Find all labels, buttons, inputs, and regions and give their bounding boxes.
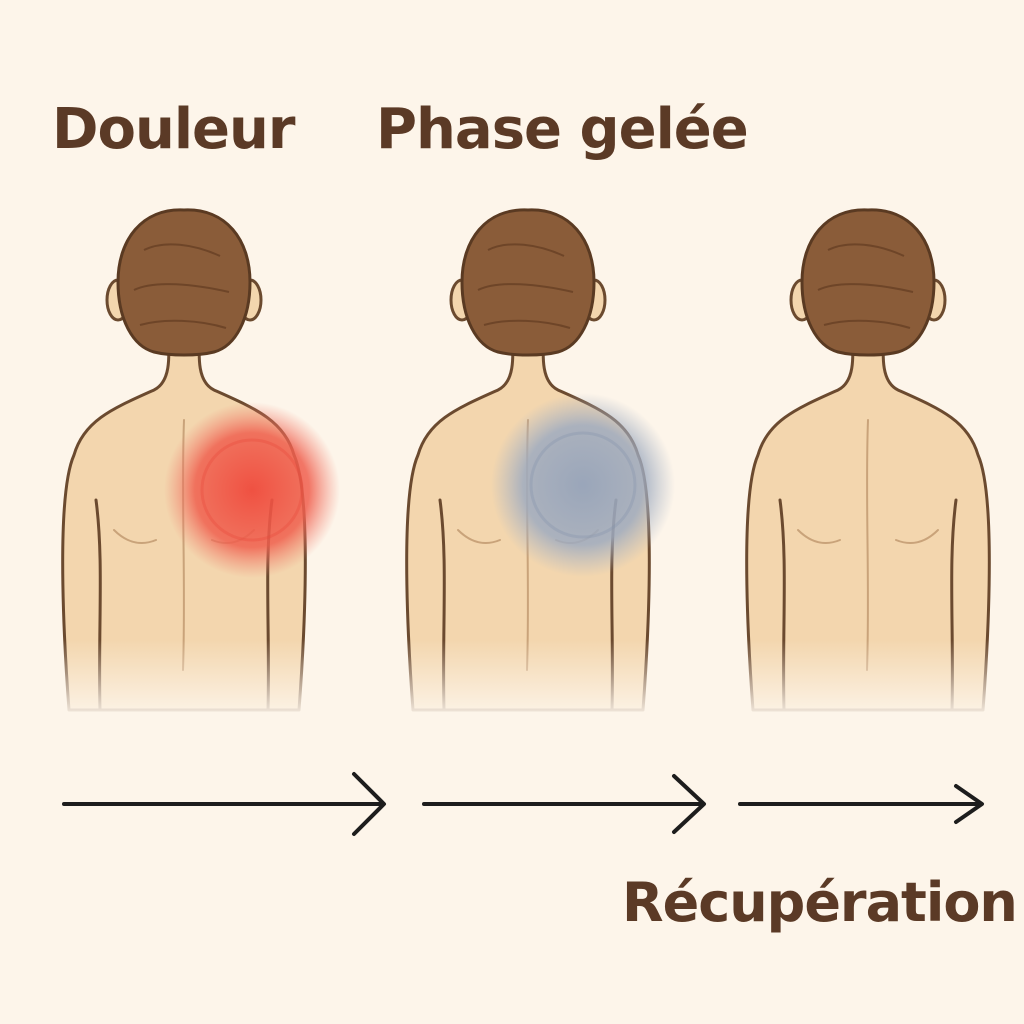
body-fade — [0, 640, 1024, 720]
arrow-2 — [422, 774, 706, 834]
figure-pain — [61, 208, 340, 712]
stage-label-frozen: Phase gelée — [376, 97, 749, 162]
stage-label-recovery: Récupération — [622, 871, 1018, 934]
arrow-1 — [62, 772, 386, 836]
figure-frozen — [405, 208, 675, 712]
figure-recovery — [745, 208, 991, 712]
frozen-highlight — [491, 393, 675, 577]
stage-label-pain: Douleur — [52, 97, 295, 162]
arrow-3 — [738, 784, 984, 824]
pain-highlight — [164, 402, 340, 578]
